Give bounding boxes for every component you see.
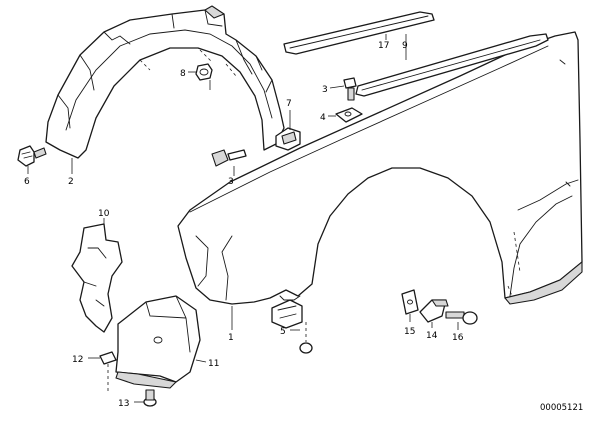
clip-part-12: [88, 351, 117, 392]
callout-6: 6: [24, 177, 30, 187]
callout-15: 15: [404, 327, 415, 337]
callout-10: 10: [98, 209, 110, 219]
callout-7: 7: [286, 99, 292, 109]
callout-11: 11: [208, 359, 219, 369]
bracket-part-14: [419, 299, 449, 328]
bolt-part-3-lower: [211, 149, 247, 176]
bolt-part-3-upper: [329, 77, 357, 101]
callout-5: 5: [280, 327, 286, 337]
trim-strip-part-17: [283, 11, 435, 55]
trim-strip-part-9: [355, 33, 549, 97]
callout-17: 17: [378, 41, 389, 51]
callout-12: 12: [72, 355, 83, 365]
callout-1: 1: [228, 333, 234, 343]
bracket-part-7: [275, 110, 301, 151]
nut-plate-part-4: [328, 107, 363, 123]
callout-4: 4: [320, 113, 326, 123]
document-id: 00005121: [540, 403, 583, 413]
callout-2: 2: [68, 177, 74, 187]
callout-14: 14: [426, 331, 438, 341]
nut-part-8: [188, 63, 213, 81]
screw-part-13: [134, 389, 157, 407]
clip-part-15: [401, 289, 419, 322]
callout-13: 13: [118, 399, 129, 409]
front-fender: [177, 31, 583, 305]
wheel-arch-liner: [45, 5, 285, 159]
bolt-part-16: [445, 311, 478, 330]
splash-guard-part-10: [71, 218, 123, 333]
clip-part-6: [17, 145, 47, 174]
callout-3-lower: 3: [228, 177, 234, 187]
callout-8: 8: [180, 69, 186, 79]
bracket-part-5: [271, 299, 313, 354]
callout-9: 9: [402, 41, 408, 51]
callout-3-upper: 3: [322, 85, 328, 95]
cover-plate-part-11: [115, 295, 207, 389]
callout-16: 16: [452, 333, 464, 343]
